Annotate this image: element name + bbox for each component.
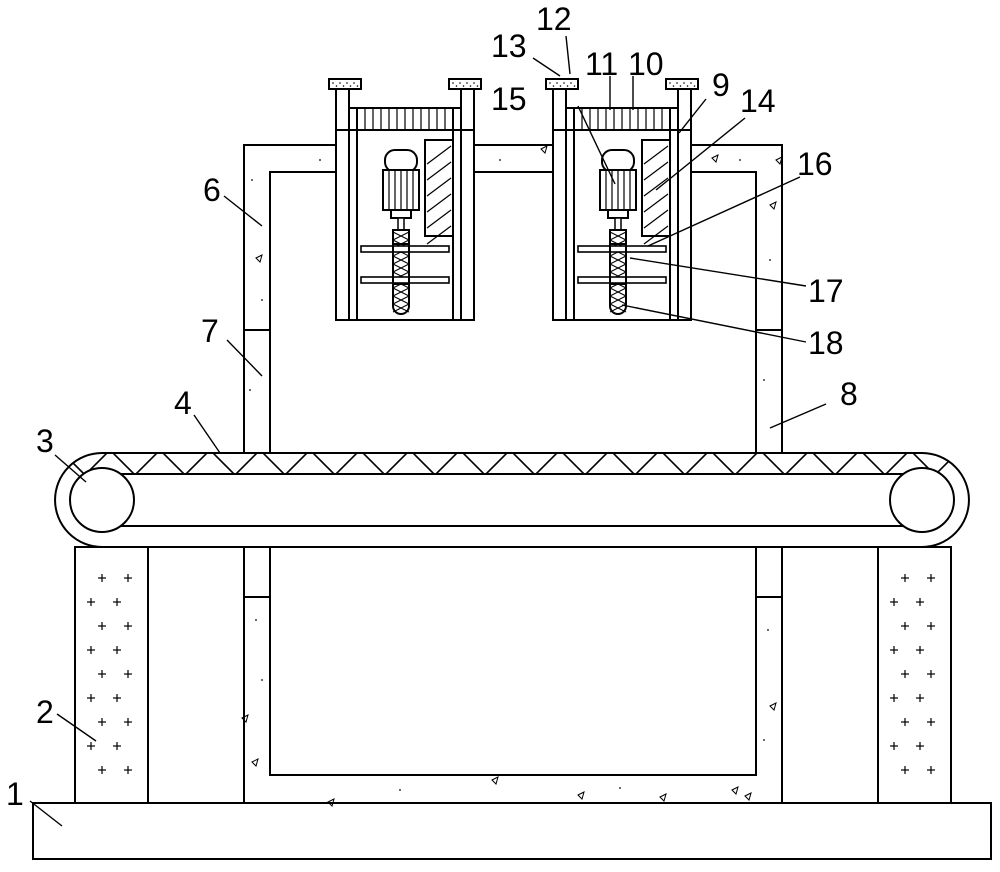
left-mixing-unit (328, 78, 482, 321)
label-3: 3 (36, 423, 54, 459)
part-labels: 1 2 3 4 6 7 8 9 10 11 12 13 14 15 16 17 … (6, 1, 858, 812)
lower-housing (241, 546, 783, 807)
label-11: 11 (585, 46, 618, 82)
label-1: 1 (6, 776, 24, 812)
right-mixing-unit (545, 78, 699, 321)
label-2: 2 (36, 694, 54, 730)
conveyor-belt (54, 452, 970, 548)
left-support-leg (74, 546, 149, 804)
label-10: 10 (628, 46, 664, 82)
label-12: 12 (536, 1, 572, 37)
label-6: 6 (203, 172, 221, 208)
right-roller (889, 467, 955, 533)
left-roller (69, 467, 135, 533)
label-9: 9 (712, 67, 730, 103)
upper-frame (243, 144, 783, 454)
label-7: 7 (201, 313, 219, 349)
label-15: 15 (491, 81, 527, 117)
label-18: 18 (808, 325, 844, 361)
label-16: 16 (797, 146, 833, 182)
label-13: 13 (491, 28, 527, 64)
label-14: 14 (740, 83, 776, 119)
base-plate (32, 802, 992, 860)
leader-lines (29, 35, 827, 827)
left-leg-cross-marks (87, 574, 132, 774)
right-leg-cross-marks (890, 574, 935, 774)
label-4: 4 (174, 385, 192, 421)
concrete-speckles (241, 619, 777, 807)
label-17: 17 (808, 273, 844, 309)
frame-speckles (249, 145, 783, 391)
right-support-leg (877, 546, 952, 804)
label-8: 8 (840, 376, 858, 412)
